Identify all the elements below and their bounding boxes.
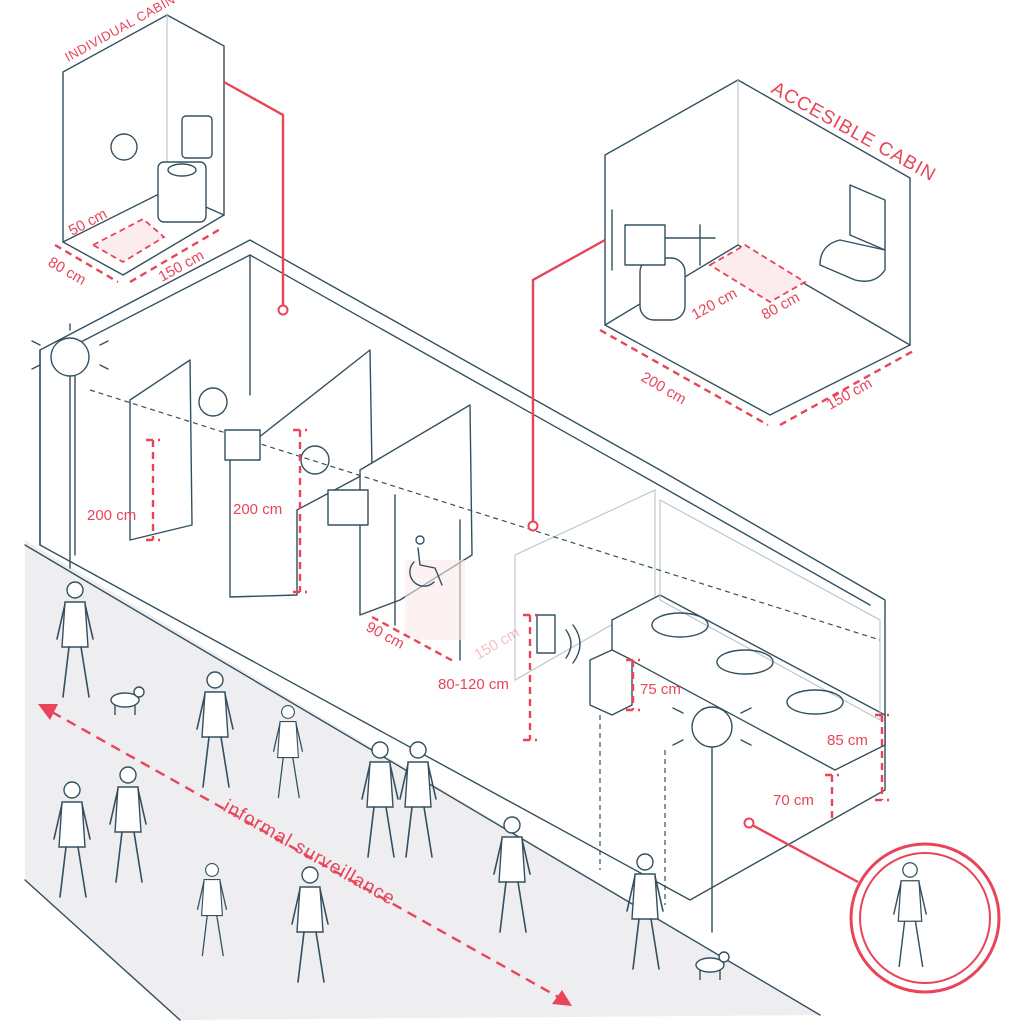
pedestrian-figure — [361, 741, 399, 858]
partition-2 — [229, 349, 373, 598]
connector-accessible — [531, 238, 606, 522]
pedestrian-figure — [109, 766, 147, 883]
dim-counter-height: 85 cm — [827, 732, 868, 749]
dim-bin-height: 75 cm — [640, 681, 681, 698]
dog-figure — [110, 686, 145, 715]
pedestrian-figure — [626, 853, 664, 970]
pedestrians — [53, 581, 927, 983]
wheelchair-icon — [409, 535, 443, 587]
street-lamp-left — [31, 323, 109, 569]
dim-partition-2: 200 cm — [233, 501, 282, 518]
dog-figure — [695, 951, 730, 980]
pedestrian-figure — [291, 866, 329, 983]
pedestrian-figure — [399, 741, 437, 858]
pedestrian-figure — [53, 781, 91, 898]
dim-knee-clearance: 70 cm — [773, 792, 814, 809]
accessible-cabin-inset: ACCESIBLE CABIN 120 cm 80 cm 200 cm 150 … — [599, 78, 940, 427]
street-lamp-right — [672, 706, 752, 933]
toilet-building — [39, 239, 886, 905]
pedestrian-figure — [272, 705, 304, 799]
dim-intercom-height: 80-120 cm — [438, 676, 509, 693]
pedestrian-figure — [56, 581, 94, 698]
pedestrian-figure — [493, 816, 531, 933]
pedestrian-figure — [196, 863, 228, 957]
maintenance-worker-callout — [743, 817, 1001, 994]
waste-bin — [589, 649, 633, 716]
dim-80cm: 80 cm — [45, 254, 89, 289]
individual-cabin-inset: INDIVIDUAL CABIN 50 cm 80 cm 150 cm — [45, 0, 225, 289]
connector-individual — [223, 80, 285, 306]
curb-line — [24, 879, 181, 1021]
dim-200cm-acc: 200 cm — [638, 369, 689, 408]
partition-1 — [129, 359, 193, 541]
dim-partition-1: 200 cm — [87, 507, 136, 524]
intercom — [536, 614, 556, 654]
pedestrian-figure — [196, 671, 234, 788]
pedestrian-figure — [893, 862, 927, 968]
